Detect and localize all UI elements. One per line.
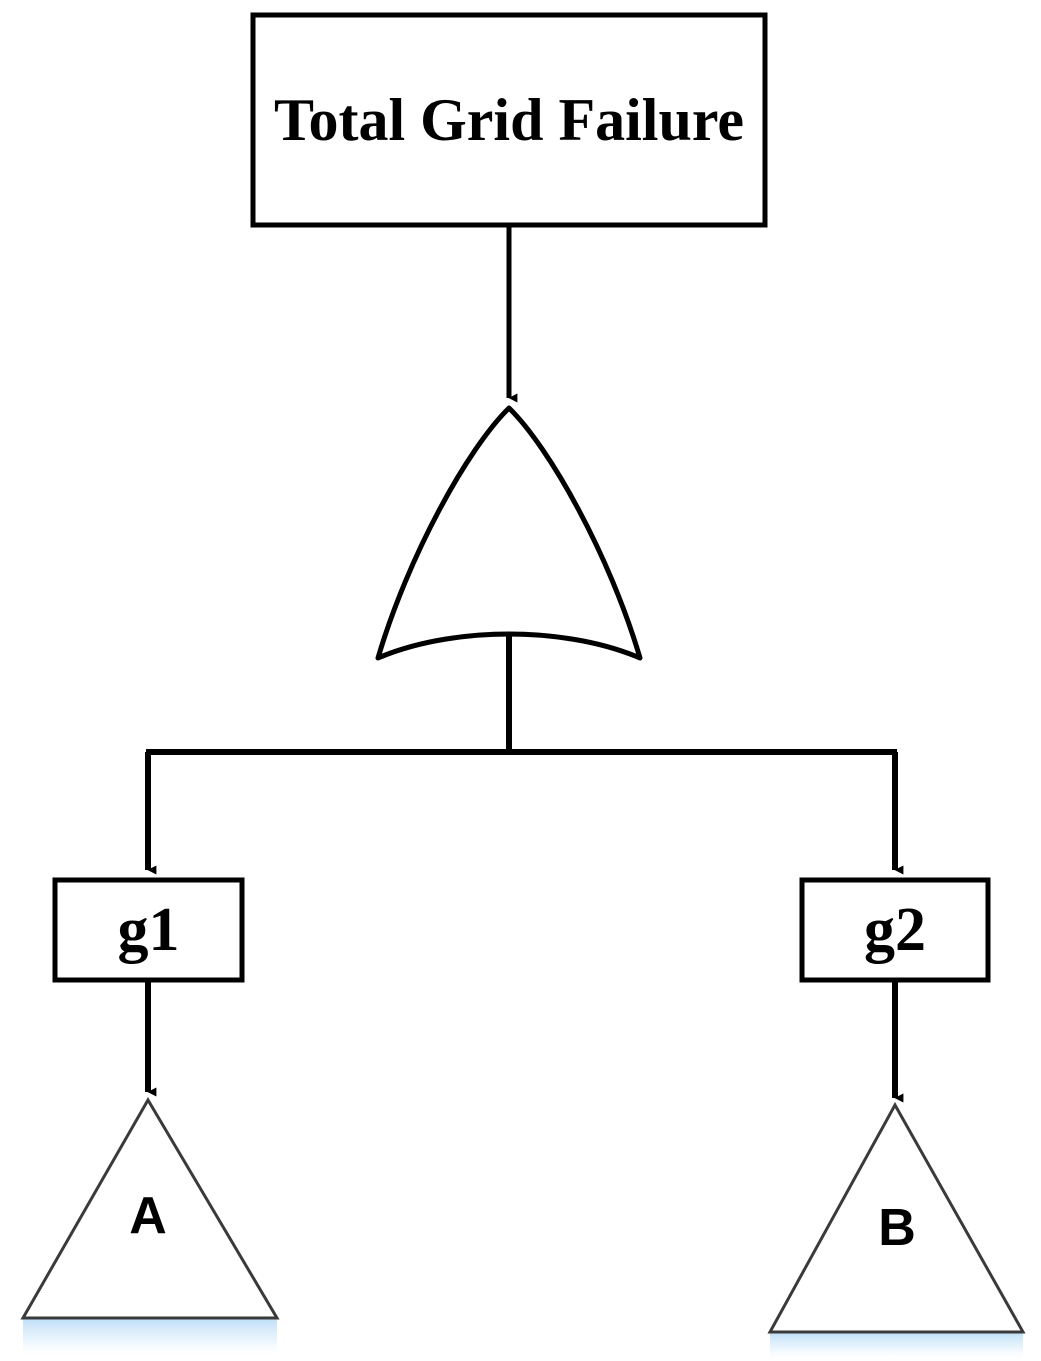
gate1-box[interactable]: [52, 877, 245, 983]
transfer-a-triangle[interactable]: [20, 1097, 280, 1320]
or-gate-shape[interactable]: [375, 405, 643, 661]
transfer-b-base-glow: [770, 1332, 1023, 1361]
transfer-a-base-glow: [23, 1318, 277, 1358]
gate2-box[interactable]: [799, 877, 991, 983]
transfer-b-triangle[interactable]: [767, 1101, 1026, 1334]
top-event-box[interactable]: [250, 12, 768, 228]
